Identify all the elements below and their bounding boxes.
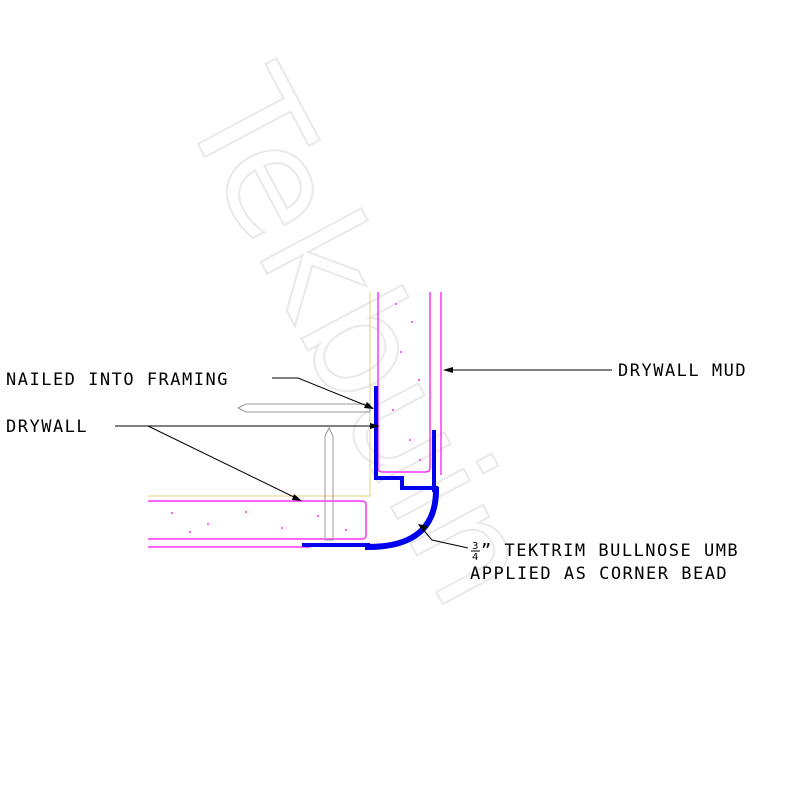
label-applied-as-corner-bead: APPLIED AS CORNER BEAD bbox=[470, 564, 728, 584]
framing-outline bbox=[148, 292, 371, 497]
bullnose-corner-bead bbox=[302, 386, 440, 551]
label-nailed-into-framing: NAILED INTO FRAMING bbox=[6, 370, 229, 390]
label-drywall-mud: DRYWALL MUD bbox=[618, 361, 747, 381]
label-tektrim-bullnose: ” TEKTRIM BULLNOSE UMB bbox=[481, 541, 739, 561]
leader-drywall-horizontal bbox=[147, 425, 301, 501]
arrowheads bbox=[292, 367, 453, 532]
drywall-speckles bbox=[171, 303, 421, 533]
nail-vertical bbox=[324, 426, 334, 541]
label-drywall: DRYWALL bbox=[6, 417, 88, 437]
fraction-denominator: 4 bbox=[472, 552, 478, 563]
fraction-numerator: 3 bbox=[472, 541, 478, 552]
leader-nailed bbox=[272, 377, 373, 409]
horizontal-drywall-board bbox=[148, 500, 367, 548]
